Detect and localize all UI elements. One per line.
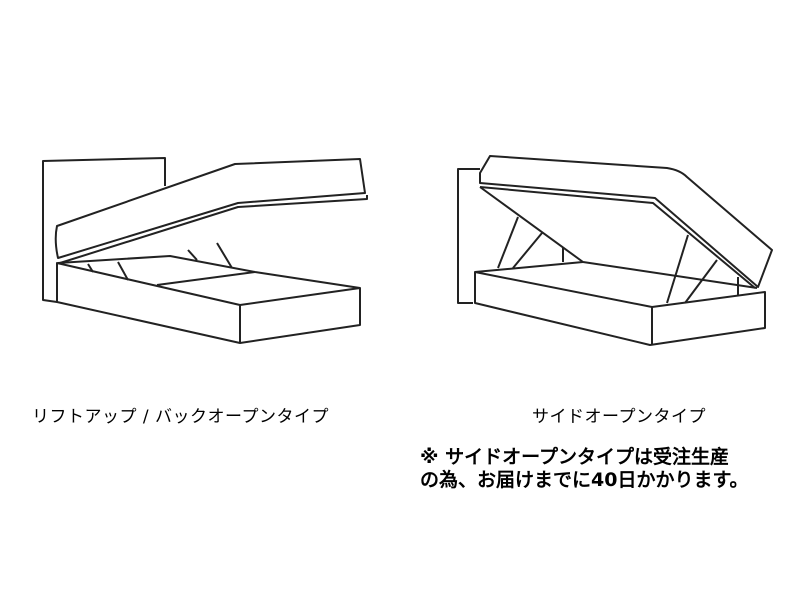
lid-frame — [59, 195, 368, 264]
headboard — [42, 157, 166, 303]
lid — [54, 158, 366, 259]
side-open-bed-drawing — [457, 155, 773, 346]
made-to-order-note: ※ サイドオープンタイプは受注生産 の為、お届けまでに40日かかります。 — [420, 446, 749, 492]
note-line-1: ※ サイドオープンタイプは受注生産 — [420, 446, 729, 468]
headboard — [457, 168, 480, 304]
lid — [479, 155, 773, 288]
lift-up-back-open-bed-drawing — [42, 157, 368, 344]
base-outline — [56, 262, 361, 344]
side-open-type-label: サイドオープンタイプ — [532, 407, 706, 427]
lift-up-type-label: リフトアップ / バックオープンタイプ — [32, 407, 330, 427]
note-line-2: の為、お届けまでに40日かかります。 — [420, 469, 749, 491]
